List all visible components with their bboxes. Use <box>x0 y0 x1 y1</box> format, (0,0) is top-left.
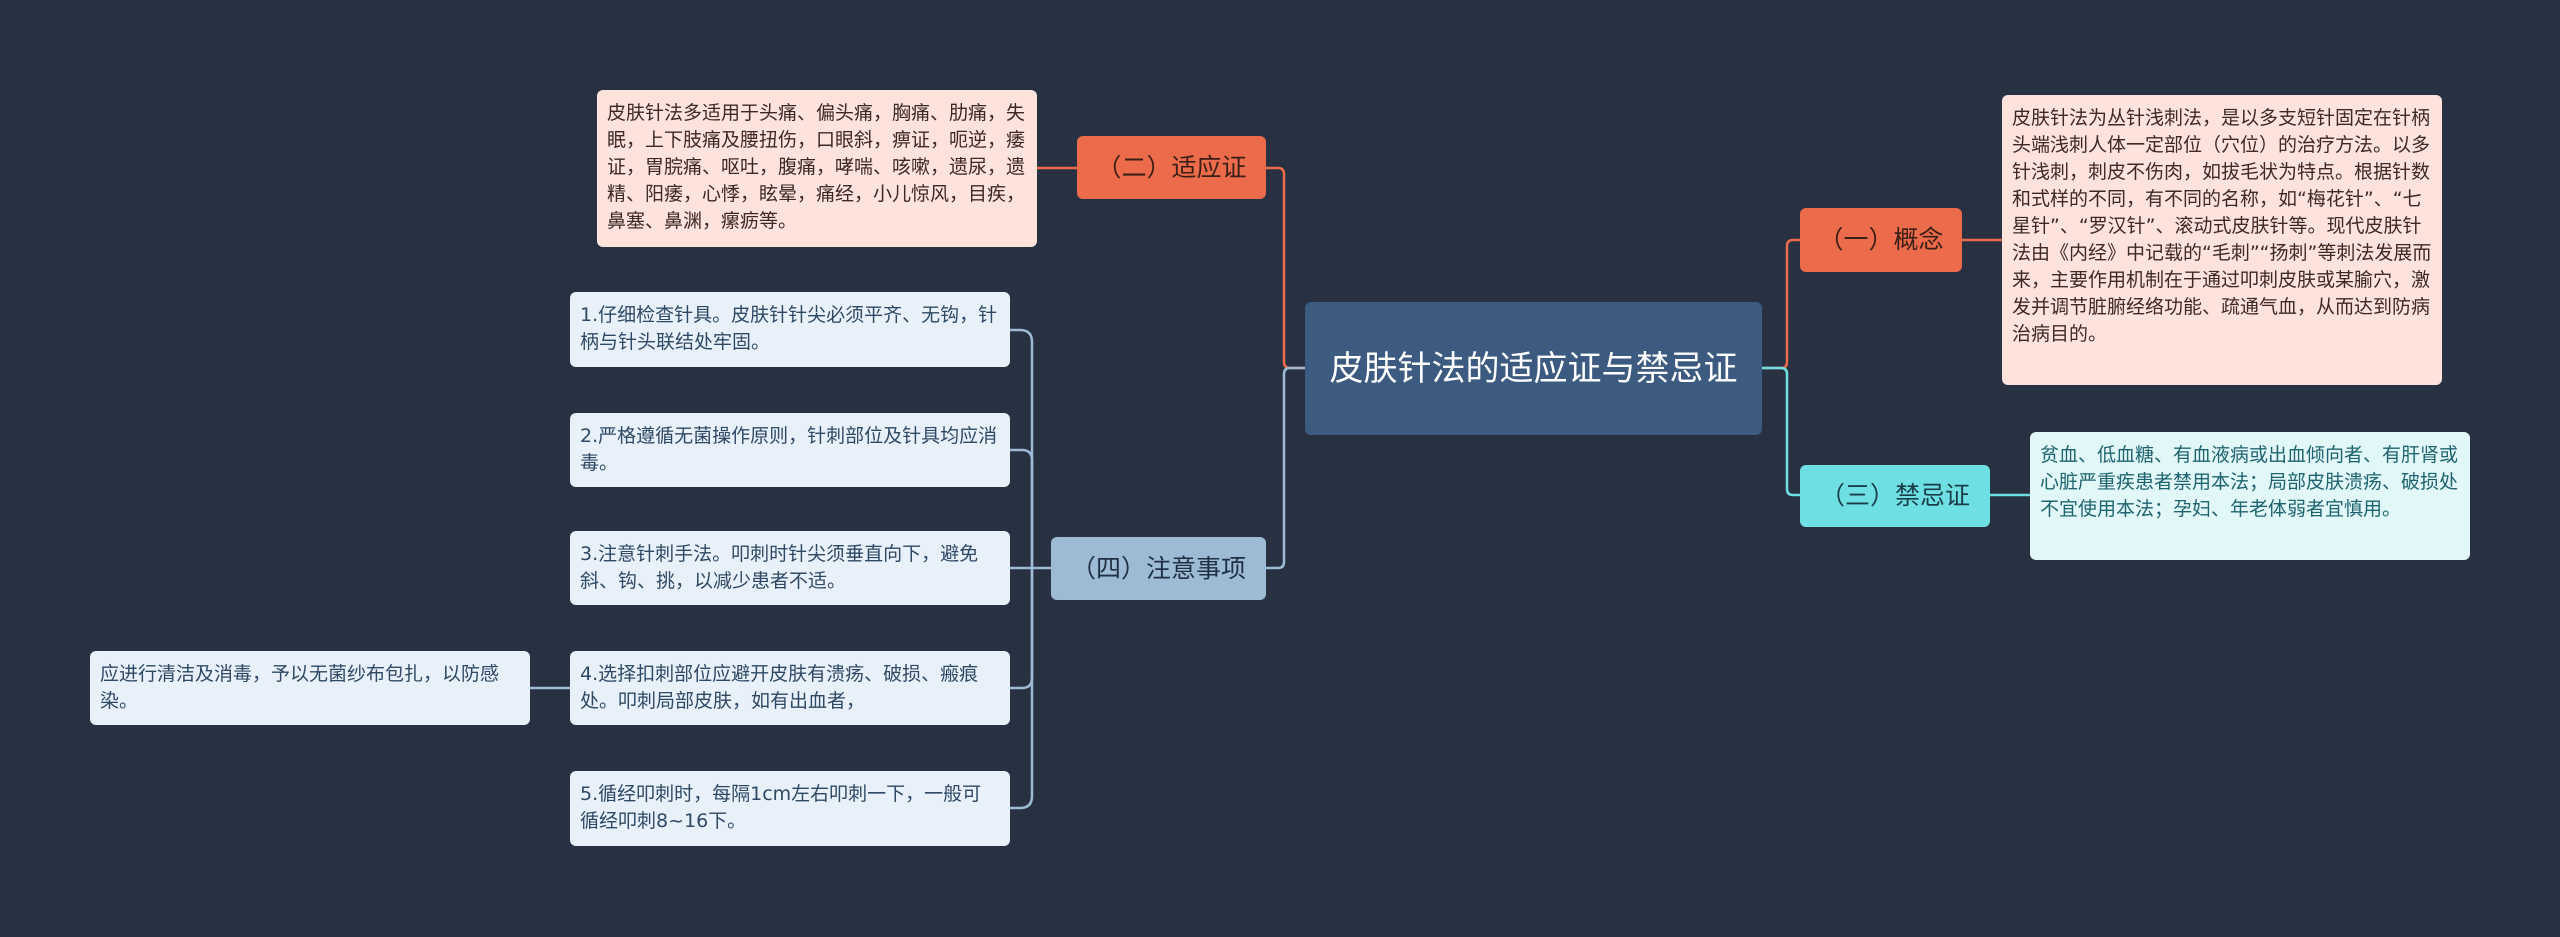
line-center-contraindications <box>1762 366 1800 497</box>
precaution-item-text: 1.仔细检查针具。皮肤针针尖必须平齐、无钩，针柄与针头联结处牢固。 <box>580 304 998 353</box>
precaution-item-text: 5.循经叩刺时，每隔1cm左右叩刺一下，一般可循经叩刺8~16下。 <box>580 783 982 832</box>
branch-precautions-label: （四）注意事项 <box>1070 553 1246 583</box>
precaution-item-3[interactable]: 3.注意针刺手法。叩刺时针尖须垂直向下，避免斜、钩、挑，以减少患者不适。 <box>570 531 1010 605</box>
precaution-item-2[interactable]: 2.严格遵循无菌操作原则，针刺部位及针具均应消毒。 <box>570 413 1010 487</box>
branch-contraindications-label: （三）禁忌证 <box>1819 481 1970 510</box>
lines-precautions-items <box>530 328 1051 810</box>
branch-concept[interactable]: （一）概念 <box>1800 208 1962 272</box>
precaution-item-1[interactable]: 1.仔细检查针具。皮肤针针尖必须平齐、无钩，针柄与针头联结处牢固。 <box>570 292 1010 367</box>
indications-detail-text: 皮肤针法多适用于头痛、偏头痛，胸痛、肋痛，失眠，上下肢痛及腰扭伤，口眼斜，痹证，… <box>607 102 1026 232</box>
contraindications-detail-text: 贫血、低血糖、有血液病或出血倾向者、有肝肾或心脏严重疾患者禁用本法；局部皮肤溃疡… <box>2040 444 2459 520</box>
precaution-item-5[interactable]: 5.循经叩刺时，每隔1cm左右叩刺一下，一般可循经叩刺8~16下。 <box>570 771 1010 846</box>
precaution-item-text: 3.注意针刺手法。叩刺时针尖须垂直向下，避免斜、钩、挑，以减少患者不适。 <box>580 543 979 592</box>
indications-detail[interactable]: 皮肤针法多适用于头痛、偏头痛，胸痛、肋痛，失眠，上下肢痛及腰扭伤，口眼斜，痹证，… <box>597 90 1037 247</box>
branch-indications[interactable]: （二）适应证 <box>1077 136 1266 199</box>
precaution-sub-item[interactable]: 应进行清洁及消毒，予以无菌纱布包扎，以防感染。 <box>90 651 530 725</box>
line-center-concept <box>1762 238 1800 370</box>
concept-detail-text: 皮肤针法为丛针浅刺法，是以多支短针固定在针柄头端浅刺人体一定部位（穴位）的治疗方… <box>2012 107 2432 345</box>
branch-contraindications[interactable]: （三）禁忌证 <box>1800 465 1990 527</box>
precaution-item-4[interactable]: 4.选择扣刺部位应避开皮肤有溃疡、破损、瘢痕处。叩刺局部皮肤，如有出血者， <box>570 651 1010 725</box>
contraindications-detail[interactable]: 贫血、低血糖、有血液病或出血倾向者、有肝肾或心脏严重疾患者禁用本法；局部皮肤溃疡… <box>2030 432 2470 560</box>
precaution-sub-item-text: 应进行清洁及消毒，予以无菌纱布包扎，以防感染。 <box>100 663 500 712</box>
central-topic[interactable]: 皮肤针法的适应证与禁忌证 <box>1305 302 1762 435</box>
line-center-indications <box>1264 166 1305 370</box>
branch-precautions[interactable]: （四）注意事项 <box>1051 537 1266 600</box>
branch-indications-label: （二）适应证 <box>1096 152 1247 182</box>
concept-detail[interactable]: 皮肤针法为丛针浅刺法，是以多支短针固定在针柄头端浅刺人体一定部位（穴位）的治疗方… <box>2002 95 2442 385</box>
precaution-item-text: 2.严格遵循无菌操作原则，针刺部位及针具均应消毒。 <box>580 425 998 474</box>
line-center-precautions <box>1264 366 1305 570</box>
central-topic-label: 皮肤针法的适应证与禁忌证 <box>1329 348 1738 389</box>
precaution-item-text: 4.选择扣刺部位应避开皮肤有溃疡、破损、瘢痕处。叩刺局部皮肤，如有出血者， <box>580 663 979 712</box>
branch-concept-label: （一）概念 <box>1818 225 1944 254</box>
